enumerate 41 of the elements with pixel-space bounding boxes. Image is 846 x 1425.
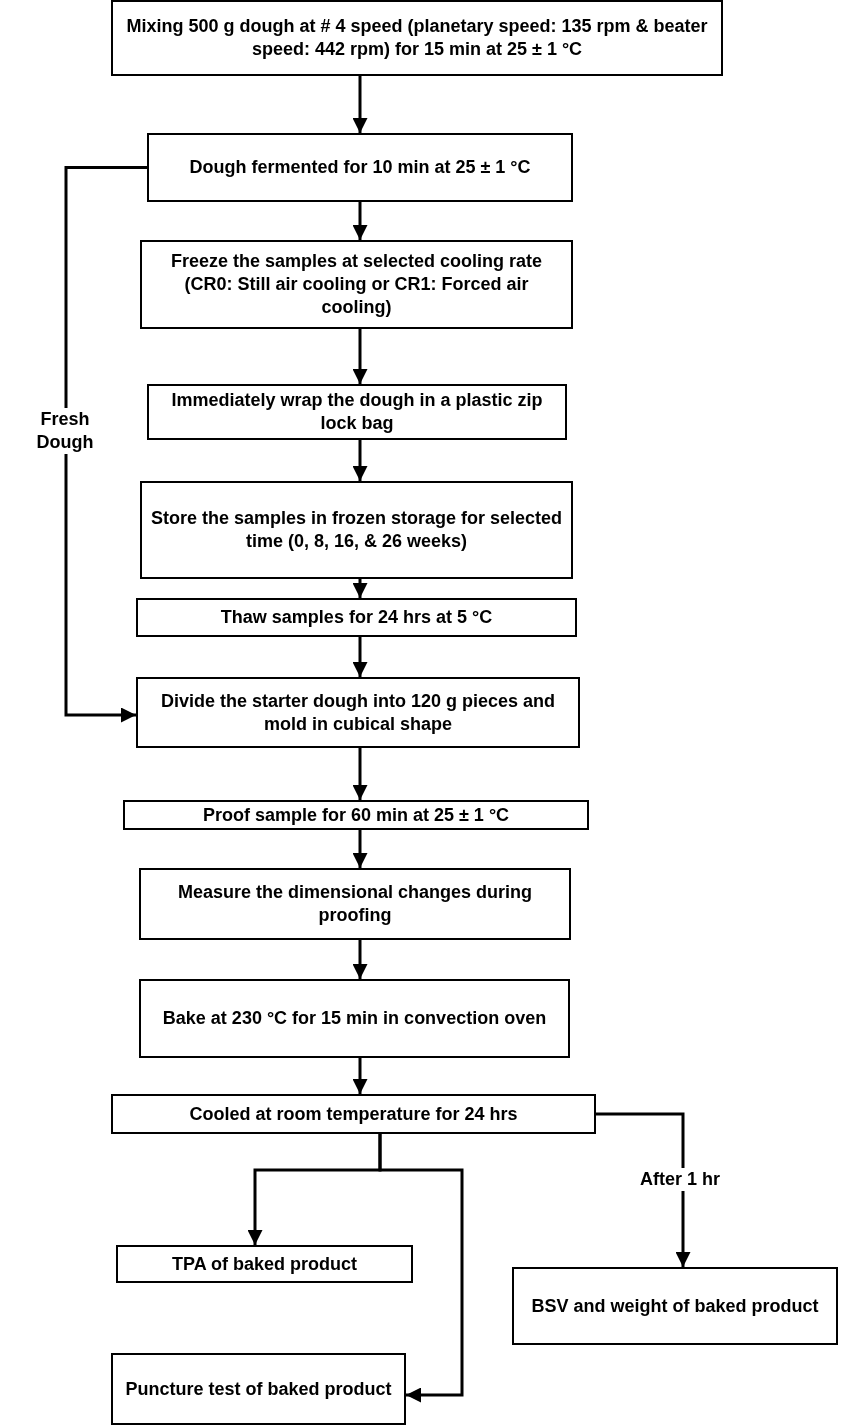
step-text: Bake at 230 °C for 15 min in convection oven (162, 1007, 547, 1030)
step-text: Measure the dimensional changes during proofing (176, 881, 534, 927)
process-box (111, 1094, 596, 1134)
arrow (352, 940, 368, 979)
arrow (378, 1134, 464, 1403)
process-box (136, 598, 577, 637)
step-text: Freeze the samples at selected cooling rate (CR0: Still air cooling or CR1: Forced air cooling) (169, 250, 544, 319)
step-text: Cooled at room temperature for 24 hrs (189, 1102, 518, 1126)
arrow (352, 1058, 368, 1094)
arrow (352, 830, 368, 868)
process-box (116, 1245, 413, 1283)
process-box (139, 979, 570, 1058)
step-text: Store the samples in frozen storage for selected time (0, 8, 16, & 26 weeks) (149, 507, 564, 553)
arrow (64, 166, 147, 723)
arrow (352, 440, 368, 481)
process-box (512, 1267, 838, 1345)
arrow (352, 76, 368, 133)
arrow (352, 748, 368, 800)
process-box (139, 868, 571, 940)
step-text: Dough fermented for 10 min at 25 ± 1 °C (189, 156, 531, 179)
step-text: BSV and weight of baked product (531, 1294, 819, 1318)
process-box (140, 240, 573, 329)
arrow (352, 202, 368, 240)
arrow (352, 637, 368, 677)
step-text: Proof sample for 60 min at 25 ± 1 °C (202, 803, 510, 827)
process-box (111, 0, 723, 76)
process-box (147, 133, 573, 202)
process-box (140, 481, 573, 579)
process-box (111, 1353, 406, 1425)
step-text: Mixing 500 g dough at # 4 speed (planetary speed: 135 rpm & beater speed: 442 rpm) for 15 min at 25 ± 1 °C (125, 15, 709, 61)
step-text: TPA of baked product (172, 1252, 357, 1276)
arrow (596, 1112, 691, 1267)
step-text: Thaw samples for 24 hrs at 5 °C (220, 606, 493, 629)
process-box (123, 800, 589, 830)
process-box (136, 677, 580, 748)
arrow (352, 579, 368, 598)
process-box (147, 384, 567, 440)
step-text: Divide the starter dough into 120 g pieces and mold in cubical shape (159, 689, 557, 736)
arrow (352, 329, 368, 384)
step-text: Immediately wrap the dough in a plastic zip lock bag (170, 389, 544, 435)
step-text: Puncture test of baked product (125, 1377, 392, 1401)
